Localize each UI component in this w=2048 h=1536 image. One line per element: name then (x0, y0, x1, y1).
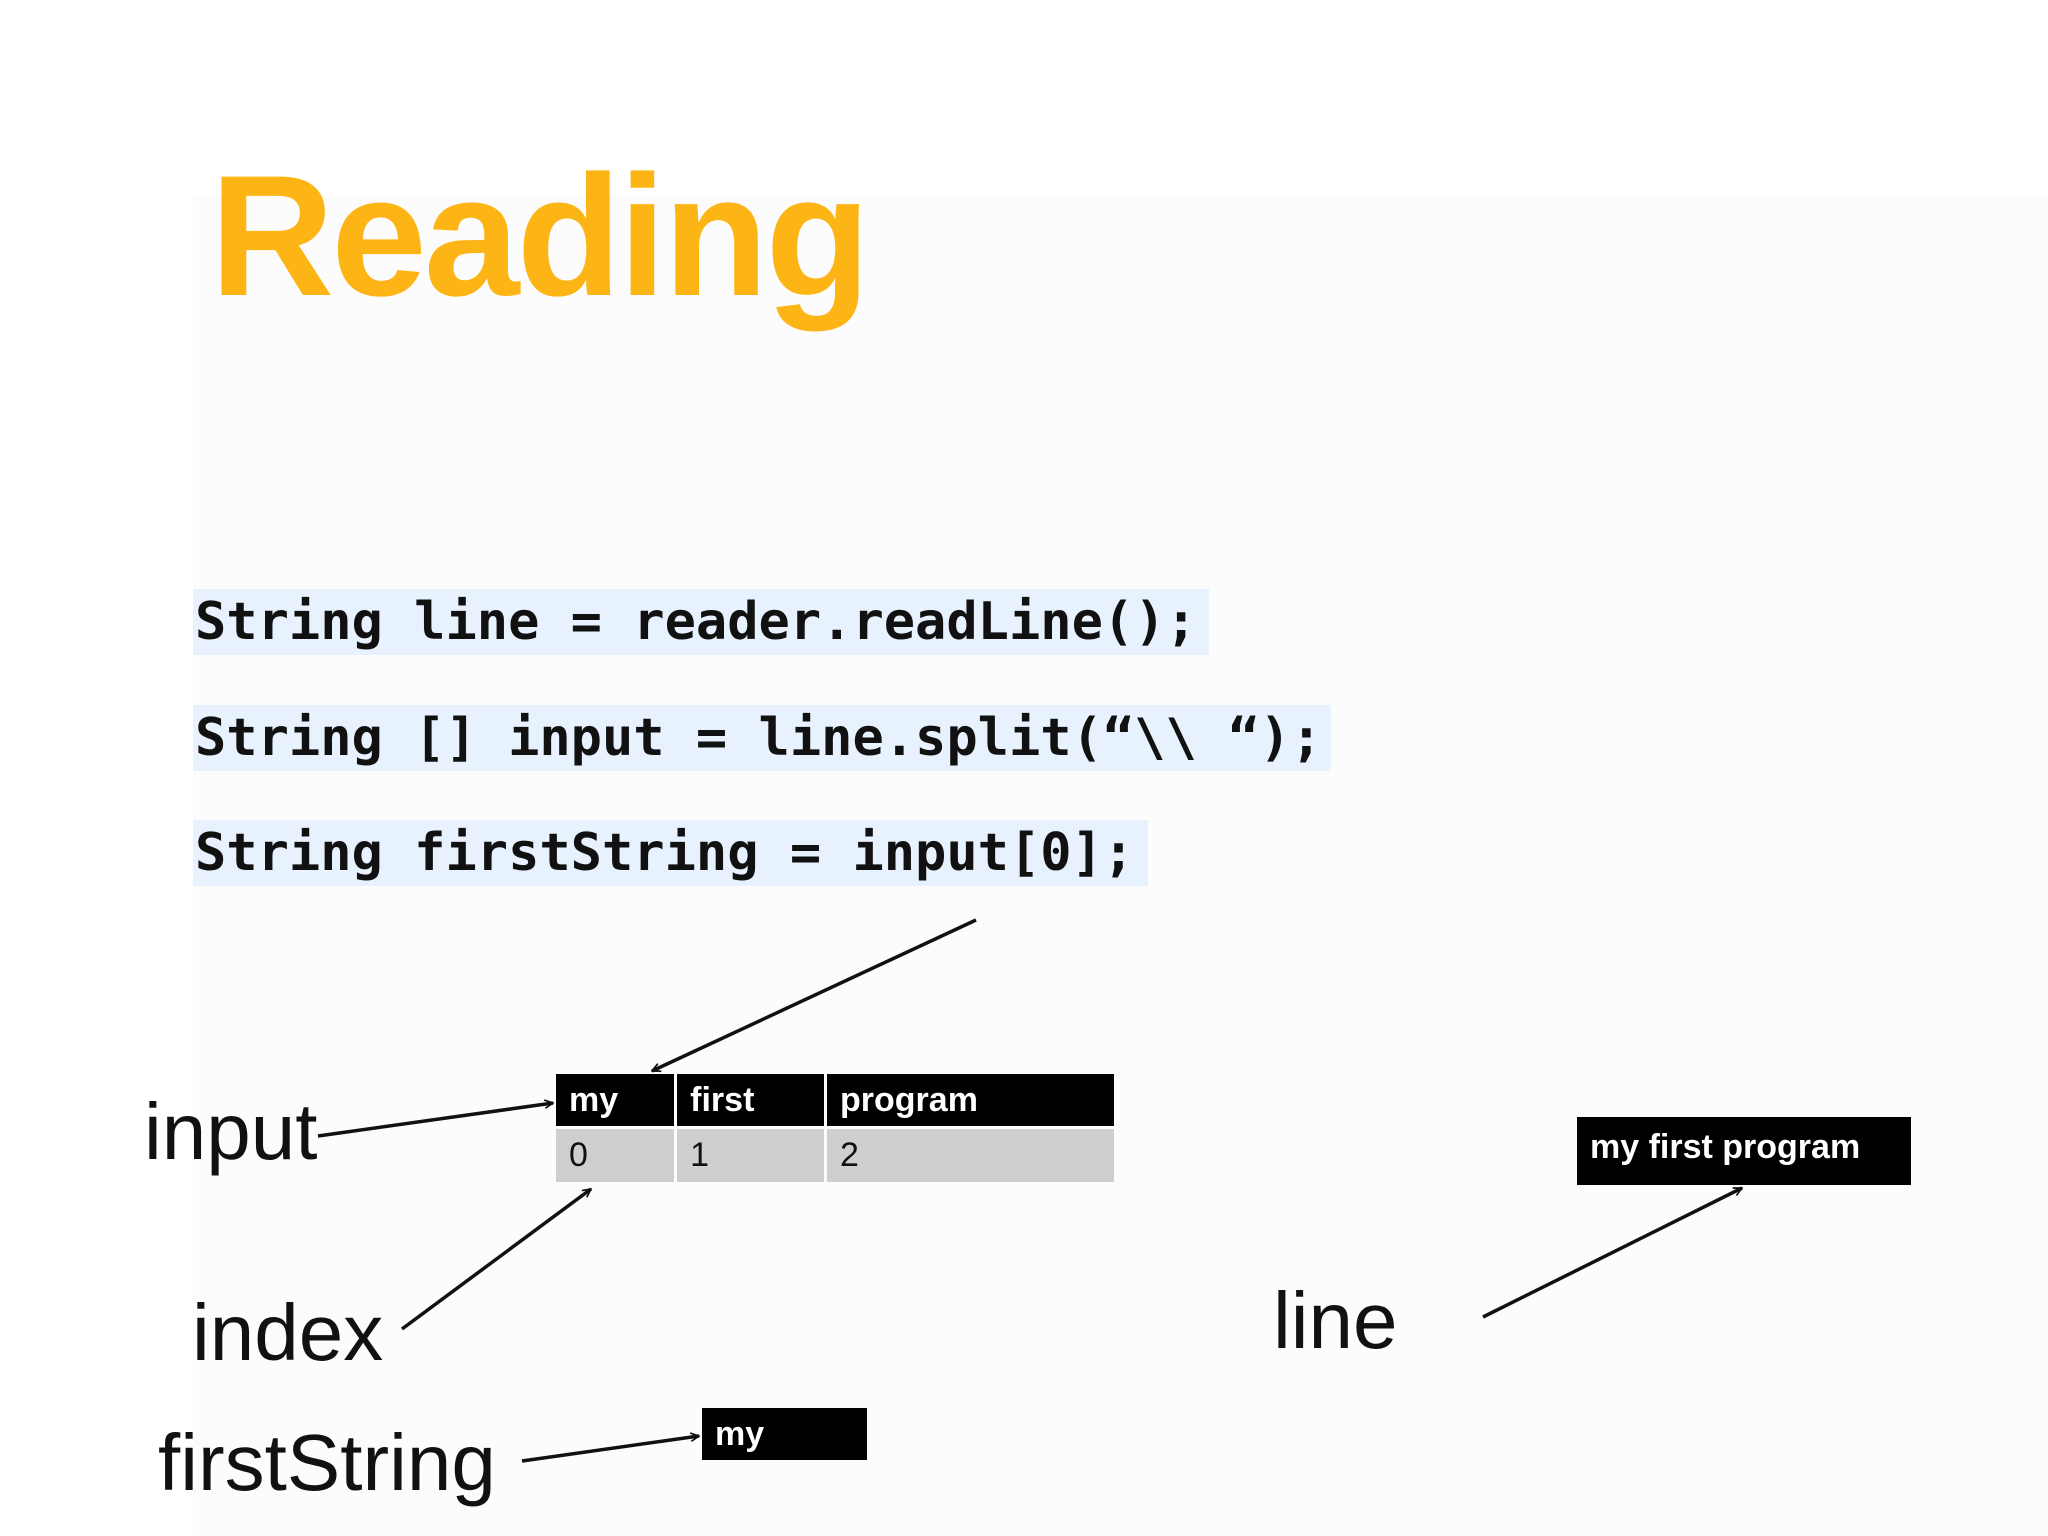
array-value-cell: my (556, 1074, 675, 1126)
array-index-row: 0 1 2 (556, 1129, 1114, 1182)
array-index-cell: 2 (827, 1129, 1114, 1182)
line-label: line (1273, 1276, 1398, 1365)
array-values-row: my first program (556, 1074, 1114, 1126)
line-value-box: my first program (1577, 1117, 1911, 1185)
array-index-cell: 0 (556, 1129, 675, 1182)
index-label: index (192, 1288, 384, 1377)
array-index-cell: 1 (677, 1129, 825, 1182)
input-label: input (144, 1087, 318, 1176)
array-value-cell: first (677, 1074, 825, 1126)
array-value-cell: program (827, 1074, 1114, 1126)
input-array-table: my first program 0 1 2 (553, 1071, 1117, 1185)
code-line-split: String [] input = line.split(“\\ “); (193, 705, 1331, 771)
first-string-label: firstString (158, 1418, 496, 1507)
first-string-value-box: my (702, 1408, 867, 1460)
code-line-first-string: String firstString = input[0]; (193, 820, 1148, 886)
code-line-read: String line = reader.readLine(); (193, 589, 1209, 655)
slide-title: Reading (210, 140, 871, 332)
